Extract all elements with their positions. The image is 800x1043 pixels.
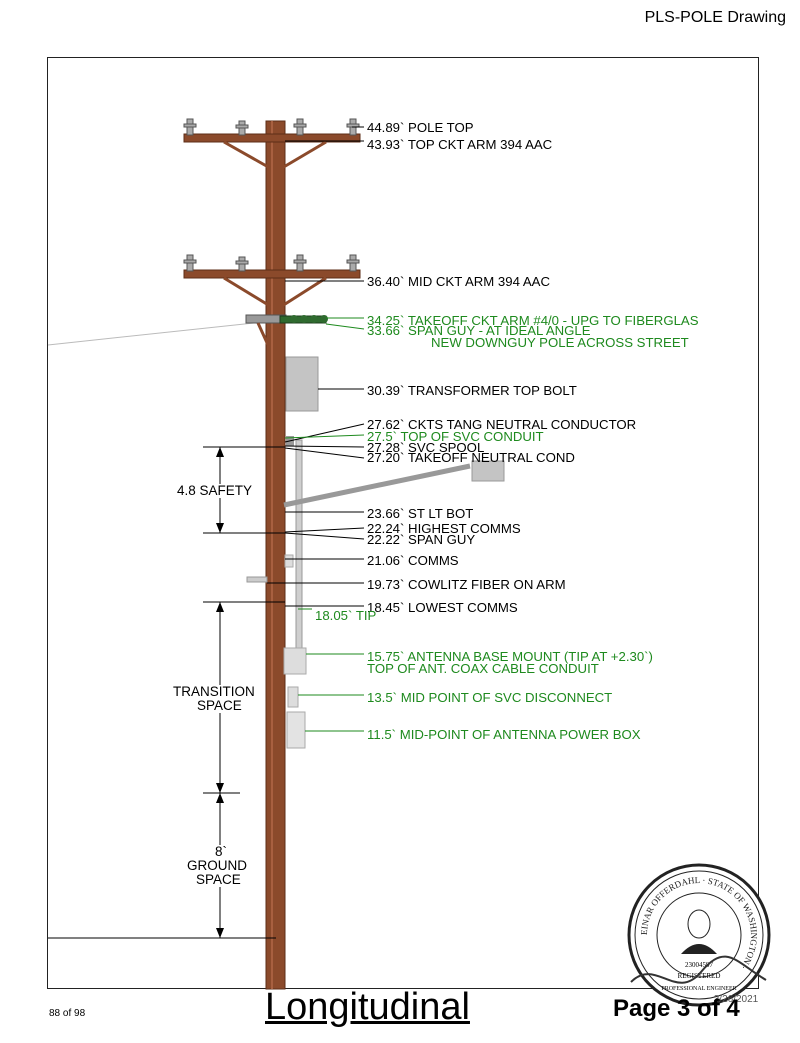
leader-lines-green [284, 317, 365, 732]
label-takeoff-ckt-arm: 34.25` TAKEOFF CKT ARM #4/0 - UPG TO FIB… [367, 313, 699, 328]
label-highest-comms: 22.24` HIGHEST COMMS [367, 521, 521, 536]
svc-disconnect-box [287, 686, 299, 708]
dim-ground-1: 8` [214, 844, 229, 859]
page-count: 88 of 98 [49, 1008, 86, 1019]
label-svc-spool: 27.28` SVC SPOOL [367, 440, 485, 455]
fiber-arm [246, 576, 268, 583]
label-transformer-top: 30.39` TRANSFORMER TOP BOLT [367, 383, 577, 398]
dim-transition-1: TRANSITION [172, 684, 256, 699]
label-takeoff-neutral: 27.20` TAKEOFF NEUTRAL COND [367, 450, 575, 465]
label-st-lt-bot: 23.66` ST LT BOT [367, 506, 474, 521]
transformer [285, 356, 319, 412]
label-antenna-base: 15.75` ANTENNA BASE MOUNT (TIP AT +2.30`… [367, 649, 653, 664]
pole [265, 120, 286, 990]
label-comms: 21.06` COMMS [367, 553, 459, 568]
seal-number: 23004597 [685, 961, 714, 969]
label-cowlitz-fiber: 19.73` COWLITZ FIBER ON ARM [367, 577, 566, 592]
comms-box [284, 554, 294, 568]
dim-transition-2: SPACE [196, 698, 243, 713]
dimension-arrows [216, 447, 224, 938]
dim-ground-3: SPACE [195, 872, 242, 887]
label-svc-disconnect: 13.5` MID POINT OF SVC DISCONNECT [367, 690, 613, 705]
leader-lines-black [267, 126, 365, 607]
drawing-frame [47, 57, 759, 989]
label-span-guy: 22.22` SPAN GUY [367, 532, 476, 547]
label-ant-coax: TOP OF ANT. COAX CABLE CONDUIT [367, 661, 599, 676]
seal-professional: PROFESSIONAL ENGINEER [661, 986, 736, 992]
takeoff-arm [245, 314, 328, 346]
mid-crossarm [183, 254, 361, 308]
label-new-downguy: NEW DOWNGUY POLE ACROSS STREET [431, 335, 689, 350]
label-svc-conduit-top: 27.5` TOP OF SVC CONDUIT [367, 429, 544, 444]
span-guy-wire [47, 320, 273, 346]
page-indicator: Page 3 of 4 [613, 995, 740, 1022]
view-title: Longitudinal [265, 986, 470, 1028]
label-pole-top: 44.89` POLE TOP [367, 120, 474, 135]
label-tip: 18.05` TIP [315, 608, 377, 623]
dim-ground-2: GROUND [186, 858, 248, 873]
label-lowest-comms: 18.45` LOWEST COMMS [367, 600, 518, 615]
dim-safety: 4.8 SAFETY [176, 483, 254, 498]
label-top-ckt-arm: 43.93` TOP CKT ARM 394 AAC [367, 137, 553, 152]
seal-date: 3/26/2021 [714, 994, 759, 1005]
label-mid-ckt-arm: 36.40` MID CKT ARM 394 AAC [367, 274, 550, 289]
label-span-guy-ideal: 33.66` SPAN GUY - AT IDEAL ANGLE [367, 323, 591, 338]
label-antenna-power: 11.5` MID-POINT OF ANTENNA POWER BOX [367, 727, 641, 742]
dimension-lines [48, 446, 285, 939]
label-ckts-tang: 27.62` CKTS TANG NEUTRAL CONDUCTOR [367, 417, 637, 432]
drawing-title: PLS-POLE Drawing [644, 9, 786, 26]
antenna-power-box [286, 711, 306, 749]
antenna-mount [283, 647, 307, 675]
street-light [283, 439, 505, 663]
seal-registered: REGISTERED [678, 972, 721, 980]
engineer-seal: EINAR OFFERDAHL · STATE OF WASHINGTON · … [627, 863, 771, 1007]
